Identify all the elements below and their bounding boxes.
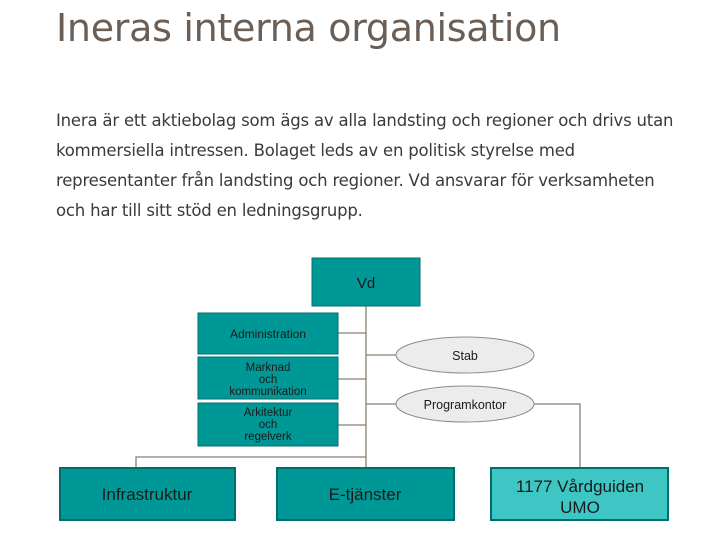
org-box-1177-line1: 1177 Vårdguiden xyxy=(516,477,644,496)
org-box-arkitektur: Arkitektur och regelverk xyxy=(197,402,339,447)
org-box-arkitektur-line1: Arkitektur xyxy=(244,407,293,419)
org-box-administration: Administration xyxy=(197,312,339,355)
org-box-etjanster-label: E-tjänster xyxy=(329,485,402,504)
org-box-administration-label: Administration xyxy=(230,327,306,341)
org-box-etjanster: E-tjänster xyxy=(276,467,455,521)
org-box-arkitektur-line3: regelverk xyxy=(244,431,292,443)
org-ellipse-stab-label: Stab xyxy=(452,349,478,363)
org-box-marknad-line2: och xyxy=(259,374,278,386)
org-box-vd-label: Vd xyxy=(357,275,375,292)
org-box-arkitektur-line2: och xyxy=(259,419,278,431)
org-box-1177-line2: UMO xyxy=(560,498,600,517)
org-box-vd: Vd xyxy=(311,257,421,307)
connectors xyxy=(135,306,581,468)
page-title: Ineras interna organisation xyxy=(56,6,561,50)
org-box-infrastruktur-label: Infrastruktur xyxy=(102,485,193,504)
org-box-infrastruktur: Infrastruktur xyxy=(59,467,236,521)
org-box-marknad-line3: kommunikation xyxy=(229,386,306,398)
org-box-marknad-line1: Marknad xyxy=(246,362,291,374)
org-box-1177: 1177 Vårdguiden UMO xyxy=(490,467,669,521)
intro-paragraph: Inera är ett aktiebolag som ägs av alla … xyxy=(56,111,674,220)
org-ellipse-programkontor: Programkontor xyxy=(395,385,535,423)
org-ellipse-programkontor-label: Programkontor xyxy=(424,398,507,412)
connector-1177 xyxy=(534,403,581,468)
org-box-marknad: Marknad och kommunikation xyxy=(197,356,339,400)
org-ellipse-stab: Stab xyxy=(395,336,535,374)
connector-ops-bus xyxy=(135,456,366,467)
